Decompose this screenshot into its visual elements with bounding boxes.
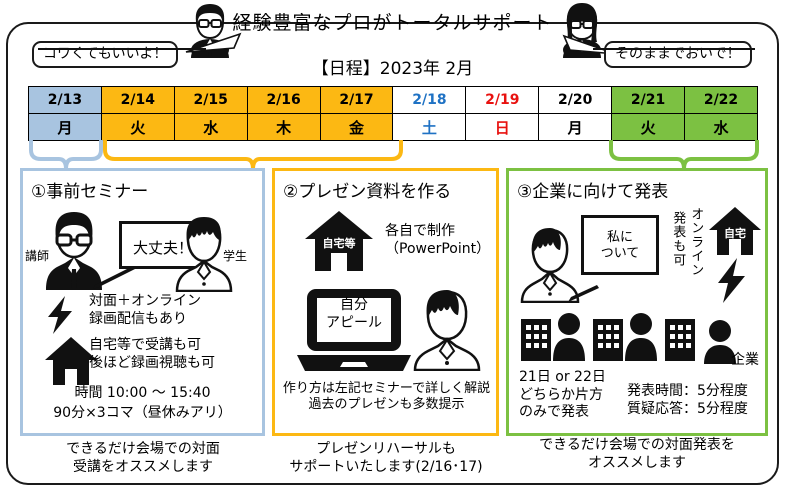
presentation-board: 私に ついて: [581, 215, 659, 275]
panel-2-title: ②プレゼン資料を作る: [283, 182, 452, 202]
footnote-panel-2: プレゼンリハーサルも サポートいたします(2/16･17): [289, 441, 483, 475]
home-study-text: 自宅等で受講も可 後ほど録画視聴も可: [89, 337, 215, 371]
house-icon: [45, 337, 97, 385]
presenter-icon: [519, 227, 581, 307]
calendar-day-cell[interactable]: 火: [100, 113, 175, 141]
schedule-calendar: 2/13 2/14 2/15 2/16 2/17 2/18 2/19 2/20 …: [28, 86, 758, 141]
calendar-day-cell[interactable]: 月: [538, 113, 613, 141]
person-icon: [704, 320, 736, 364]
presentation-timing-text: 発表時間：5分程度 質疑応答：5分程度: [627, 383, 748, 417]
calendar-date-cell[interactable]: 2/14: [100, 86, 175, 114]
vertical-text-online-ok: 発表も可: [670, 211, 686, 267]
footnote-panel-3: できるだけ会場での対面発表を オススメします: [539, 437, 735, 471]
panel-company-presentation: ③企業に向けて発表 私に ついて 発表も可 オンライン 自宅: [506, 168, 768, 436]
header-rule-left: [38, 48, 206, 50]
house-icon: [709, 207, 761, 255]
panel-seminar: ①事前セミナー 講師 大丈夫！ 学生 対面＋オンライン: [20, 168, 265, 436]
panel-3-title: ③企業に向けて発表: [517, 182, 669, 202]
calendar-date-cell[interactable]: 2/21: [611, 86, 686, 114]
lightning-bolt-icon: [718, 258, 745, 303]
speech-tail-left: [185, 32, 242, 53]
panel-presentation-材料: ②プレゼン資料を作る 自宅等 各自で制作 （PowerPoint） 自分 アピー…: [272, 168, 499, 436]
calendar-day-cell[interactable]: 土: [392, 113, 467, 141]
online-info-text: 対面＋オンライン 録画配信もあり: [89, 293, 201, 327]
calendar-date-cell[interactable]: 2/20: [538, 86, 613, 114]
calendar-day-cell[interactable]: 木: [246, 113, 321, 141]
student-icon: [175, 216, 233, 296]
speech-bubble-left: コワくてもいいよ！: [32, 41, 179, 69]
calendar-day-cell[interactable]: 水: [173, 113, 248, 141]
calendar-date-cell[interactable]: 2/18: [392, 86, 467, 114]
calendar-day-cell[interactable]: 火: [611, 113, 686, 141]
seminar-slots-text: 90分×3コマ（昼休みアリ）: [53, 405, 232, 421]
pointer-stick-icon: [93, 265, 137, 289]
house-label-home: 自宅等: [322, 237, 356, 250]
calendar-date-cell[interactable]: 2/15: [173, 86, 248, 114]
calendar-day-row: 月 火 水 木 金 土 日 月 火 水: [28, 113, 758, 141]
teacher-icon: [45, 211, 103, 295]
footnote-panel-1: できるだけ会場での対面 受講をオススメします: [66, 441, 220, 475]
student-icon: [411, 289, 483, 375]
seminar-time-text: 時間 10:00 ～ 15:40: [74, 385, 211, 401]
page-title: 経験豊富なプロがトータルサポート: [232, 12, 553, 34]
house-icon: [305, 211, 373, 271]
calendar-day-cell[interactable]: 月: [28, 113, 102, 141]
calendar-date-cell[interactable]: 2/16: [246, 86, 321, 114]
teacher-label: 講師: [25, 249, 50, 263]
vertical-text-online: オンライン: [688, 207, 704, 277]
make-own-text: 各自で制作 （PowerPoint）: [385, 223, 491, 257]
calendar-day-cell[interactable]: 水: [684, 113, 758, 141]
calendar-day-cell[interactable]: 金: [319, 113, 394, 141]
calendar-date-row: 2/13 2/14 2/15 2/16 2/17 2/18 2/19 2/20 …: [28, 86, 758, 114]
pointer-arm-icon: [568, 285, 599, 302]
header-rule-right: [593, 48, 755, 50]
company-group-icons: [521, 311, 711, 367]
speech-bubble-right: そのままでおいで！: [604, 41, 752, 69]
panel-1-title: ①事前セミナー: [31, 182, 149, 202]
laptop-icon: [295, 287, 413, 377]
presentation-days-text: 21日 or 22日 どちらか片方 のみで発表: [519, 369, 606, 420]
calendar-day-cell[interactable]: 日: [465, 113, 540, 141]
laptop-screen-text: 自分 アピール: [326, 297, 382, 331]
calendar-date-cell[interactable]: 2/19: [465, 86, 540, 114]
company-label: 企業: [731, 352, 759, 368]
calendar-date-cell[interactable]: 2/17: [319, 86, 394, 114]
schedule-month-label: 【日程】2023年 2月: [311, 59, 474, 79]
house-label-home: 自宅: [724, 227, 746, 240]
instructor-female-avatar-icon: [562, 2, 602, 62]
lightning-bolt-icon: [48, 296, 72, 334]
calendar-date-cell[interactable]: 2/22: [684, 86, 758, 114]
student-label: 学生: [223, 249, 248, 263]
howto-text: 作り方は左記セミナーで詳しく解説 過去のプレゼンも多数提示: [282, 381, 491, 413]
calendar-date-cell[interactable]: 2/13: [28, 86, 102, 114]
